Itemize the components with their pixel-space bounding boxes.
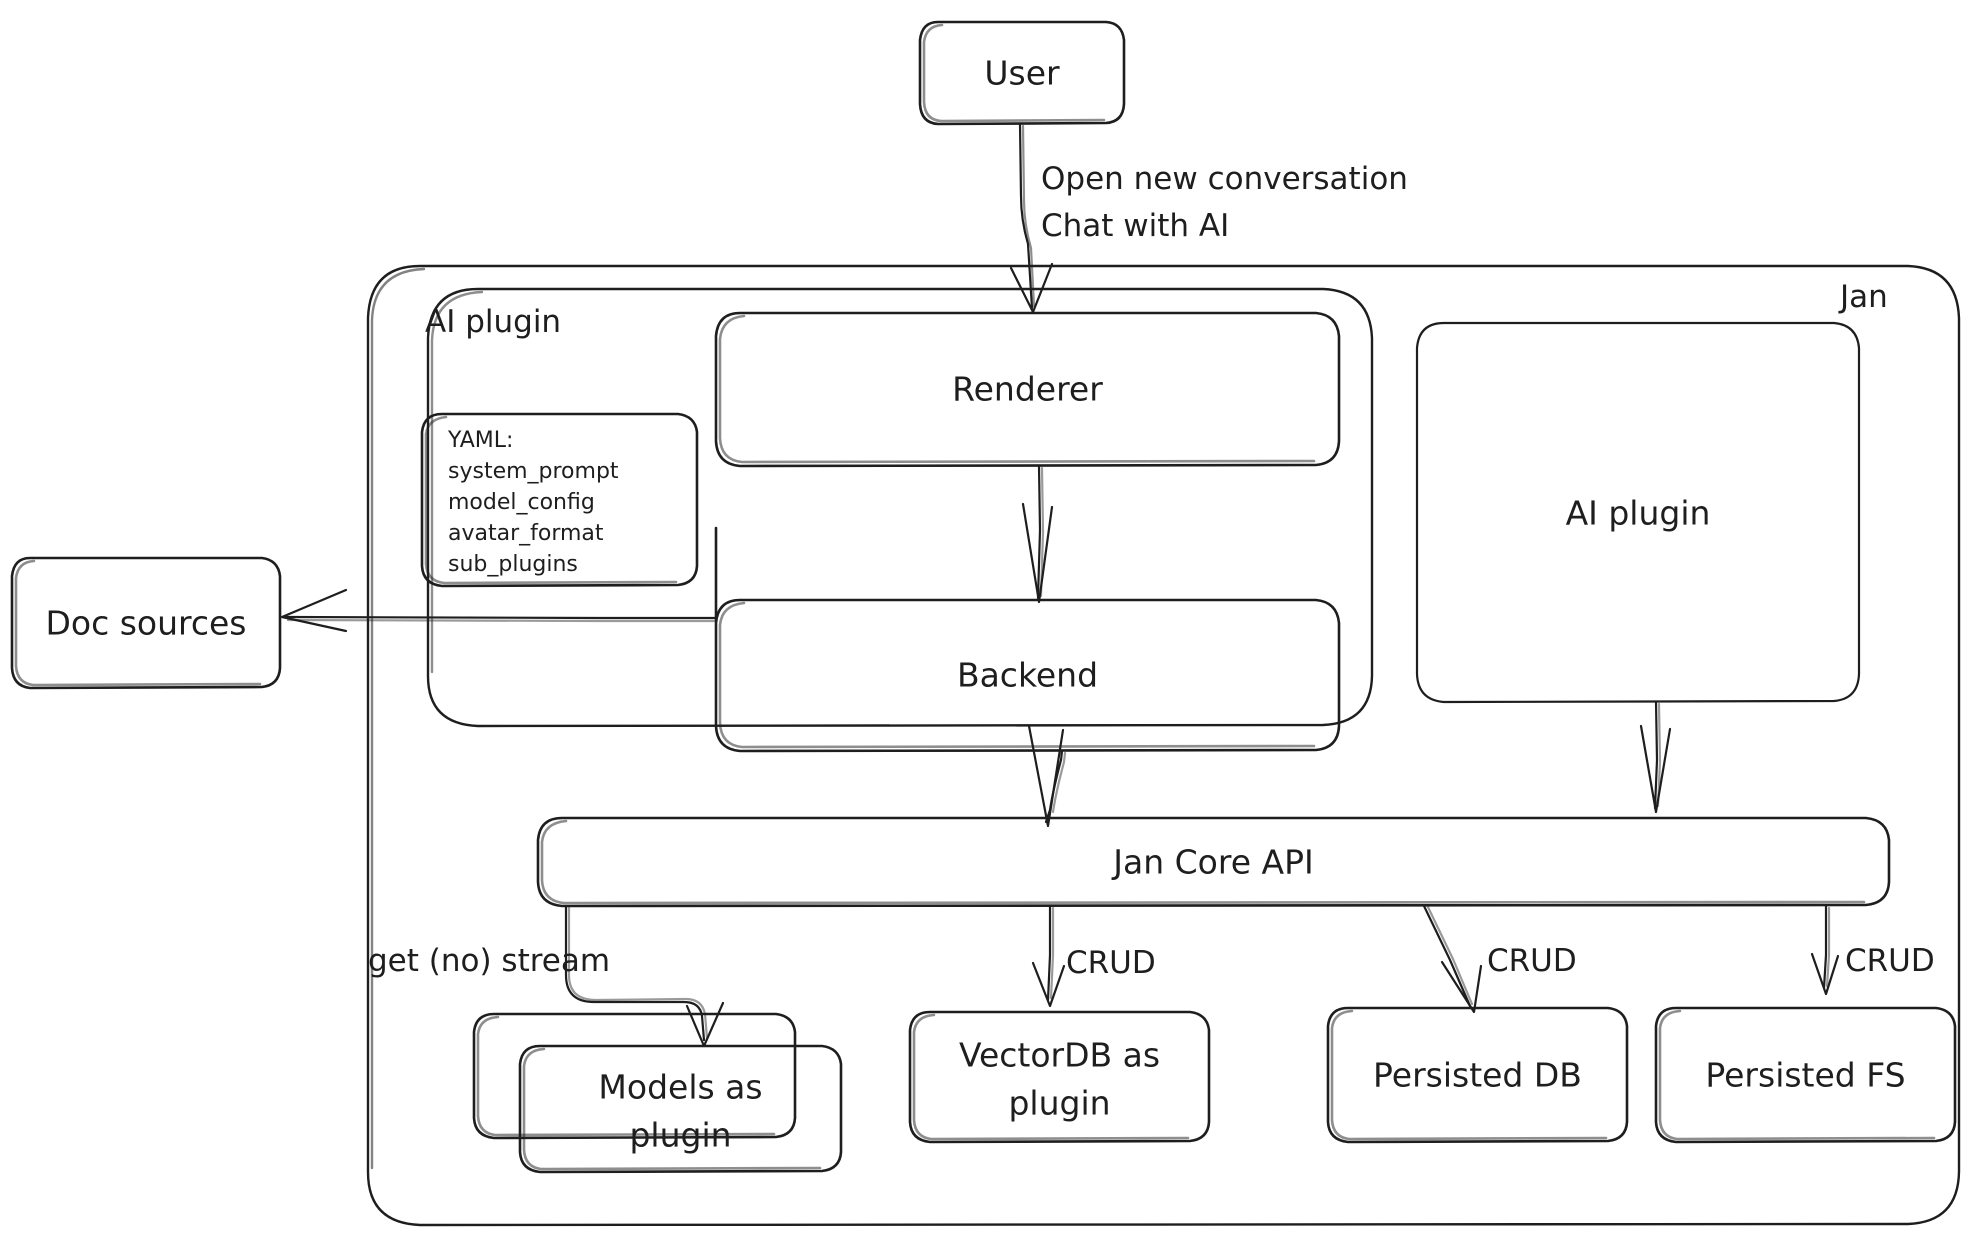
node-renderer-box[interactable]: Renderer — [716, 313, 1339, 466]
edge-backend-to-core — [1027, 724, 1067, 828]
node-persisted-fs[interactable] — [1654, 1006, 1957, 1144]
node-label-persisted-fs: Persisted FS — [1705, 1055, 1906, 1095]
node-label-user: User — [984, 53, 1060, 93]
node-label-models-line1: Models as — [598, 1067, 763, 1107]
node-vectordb[interactable] — [908, 1010, 1211, 1144]
node-ai-plugin[interactable] — [1415, 321, 1861, 704]
node-user[interactable] — [918, 20, 1126, 126]
node-jan-core-api-box[interactable]: Jan Core API — [538, 818, 1889, 906]
edge-core-to-persisted-fs — [1810, 904, 1840, 996]
node-label-vectordb-line1: VectorDB as — [958, 1035, 1161, 1075]
container-jan — [366, 264, 1961, 1227]
node-label-jan-core-api: Jan Core API — [1113, 842, 1314, 882]
node-backend-box[interactable]: Backend — [716, 600, 1339, 751]
node-vectordb-box[interactable]: VectorDB as plugin — [910, 1012, 1209, 1142]
edge-core-to-persisted-db — [1422, 903, 1483, 1014]
node-user-box[interactable]: User — [920, 22, 1124, 124]
node-yaml[interactable] — [420, 412, 699, 588]
edge-renderer-to-backend — [1021, 464, 1054, 604]
node-label-ai-plugin: AI plugin — [1565, 493, 1711, 533]
node-persisted-db[interactable] — [1326, 1006, 1629, 1144]
node-doc-sources[interactable] — [10, 556, 282, 690]
node-doc-sources-box[interactable]: Doc sources — [12, 558, 280, 688]
edge-user-to-renderer — [1009, 122, 1054, 314]
node-renderer[interactable] — [714, 311, 1341, 468]
node-persisted-db-box[interactable]: Persisted DB — [1328, 1008, 1627, 1142]
edge-core-to-models — [564, 904, 725, 1048]
node-persisted-fs-box[interactable]: Persisted FS — [1656, 1008, 1955, 1142]
node-label-renderer: Renderer — [952, 369, 1103, 409]
node-label-models-line2: plugin — [629, 1115, 732, 1155]
node-label-doc-sources: Doc sources — [45, 603, 247, 643]
edge-ai-plugin-to-core — [1639, 700, 1672, 814]
node-backend[interactable] — [714, 526, 1341, 753]
edge-backend-to-doc-sources — [280, 588, 718, 633]
node-models-box[interactable]: Models as plugin — [520, 1046, 841, 1172]
container-ai-plugin-group — [426, 287, 1374, 728]
node-label-persisted-db: Persisted DB — [1373, 1055, 1582, 1095]
node-label-vectordb-line2: plugin — [1008, 1083, 1111, 1123]
node-ai-plugin-box[interactable]: AI plugin — [1417, 323, 1859, 702]
edge-core-to-vectordb — [1031, 904, 1066, 1008]
node-jan-core-api[interactable] — [536, 816, 1891, 908]
node-label-backend: Backend — [956, 655, 1099, 695]
node-models[interactable] — [472, 1012, 843, 1174]
